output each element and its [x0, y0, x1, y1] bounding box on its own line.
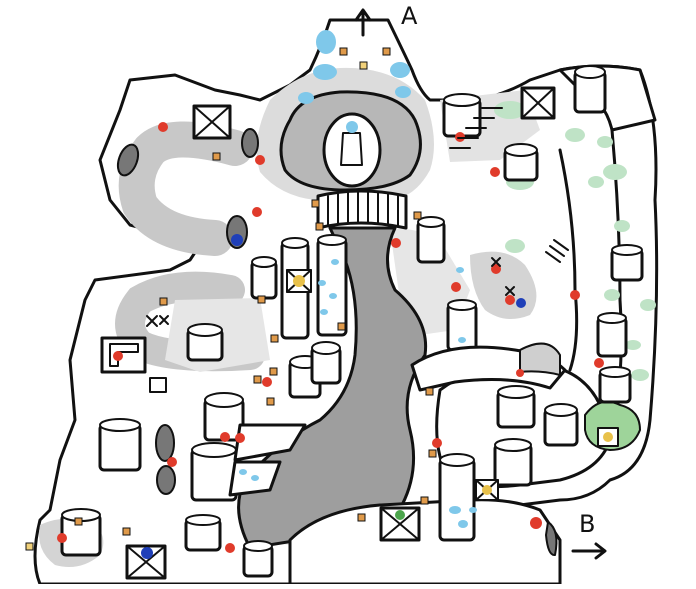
star-marker-icon[interactable]: [146, 315, 158, 327]
pillar-icon[interactable]: [598, 366, 632, 404]
enemy-marker-icon[interactable]: [490, 167, 500, 177]
enemy-marker-icon[interactable]: [57, 533, 67, 543]
enemy-marker-icon[interactable]: [113, 351, 123, 361]
blue-markers: [141, 234, 526, 559]
star-markers: [146, 257, 515, 327]
enemy-marker-icon[interactable]: [451, 282, 461, 292]
water-puddle: [346, 121, 358, 133]
pillar-icon[interactable]: [203, 392, 245, 442]
pillar-icon[interactable]: [242, 540, 274, 578]
pillar-icon[interactable]: [184, 514, 222, 552]
water-drops: [239, 259, 477, 528]
top-chamber: [279, 30, 422, 192]
exit-a[interactable]: A: [354, 2, 418, 37]
enemy-marker-icon[interactable]: [158, 122, 168, 132]
pillar-icon[interactable]: [496, 385, 536, 429]
pillar-icon[interactable]: [190, 442, 238, 502]
pillar-icon[interactable]: [98, 418, 142, 472]
enemy-marker-icon[interactable]: [391, 238, 401, 248]
pillar-icon[interactable]: [442, 93, 482, 138]
enemy-marker-icon[interactable]: [505, 295, 515, 305]
star-marker-icon[interactable]: [159, 315, 169, 325]
pillar-icon[interactable]: [438, 453, 476, 542]
enemy-marker-icon[interactable]: [570, 290, 580, 300]
water-puddle: [395, 86, 411, 98]
star-marker-icon[interactable]: [491, 257, 501, 267]
item-marker-icon[interactable]: [286, 269, 312, 293]
grass-patches: [494, 101, 656, 451]
red-markers: [57, 122, 604, 553]
item-marker-icon[interactable]: [231, 234, 243, 246]
pillar-icon[interactable]: [573, 65, 607, 114]
enemy-marker-icon[interactable]: [262, 377, 272, 387]
enemy-marker-icon[interactable]: [516, 369, 524, 377]
enemy-marker-icon[interactable]: [225, 543, 235, 553]
water-puddle: [298, 92, 314, 104]
exit-b-label: B: [579, 510, 595, 538]
pillar-icon[interactable]: [610, 244, 644, 282]
pillar-icon[interactable]: [503, 143, 539, 182]
pillar-icon[interactable]: [543, 403, 579, 447]
enemy-marker-icon[interactable]: [530, 517, 542, 529]
enemy-marker-icon[interactable]: [252, 207, 262, 217]
enemy-marker-icon[interactable]: [491, 264, 501, 274]
star-marker-icon[interactable]: [505, 286, 515, 296]
exit-a-label: A: [401, 2, 418, 30]
pillar-icon[interactable]: [596, 312, 628, 358]
enemy-marker-icon[interactable]: [432, 438, 442, 448]
item-marker-icon[interactable]: [516, 298, 526, 308]
enemy-marker-icon[interactable]: [220, 432, 230, 442]
small-room: [100, 336, 167, 393]
item-marker-icon[interactable]: [597, 427, 619, 447]
arrow-icon: [354, 8, 372, 37]
enemy-marker-icon[interactable]: [167, 457, 177, 467]
pillars: [60, 65, 644, 578]
exit-b[interactable]: B: [571, 510, 607, 560]
enemy-marker-icon[interactable]: [594, 358, 604, 368]
bridge-icon[interactable]: [316, 189, 408, 230]
item-marker-icon[interactable]: [141, 547, 153, 559]
pillar-icon[interactable]: [186, 323, 224, 362]
item-marker-icon[interactable]: [395, 510, 405, 520]
enemy-marker-icon[interactable]: [235, 433, 245, 443]
stairs: [449, 107, 569, 263]
arrow-icon: [571, 542, 607, 560]
water-puddle: [390, 62, 410, 78]
pillar-icon[interactable]: [310, 341, 342, 385]
statue-icon[interactable]: [340, 132, 363, 166]
pillar-icon[interactable]: [250, 256, 278, 300]
crate-icon[interactable]: [192, 104, 232, 140]
pillar-icon[interactable]: [493, 438, 533, 487]
pits: [116, 128, 558, 557]
water-puddle: [316, 30, 336, 54]
crate-icon[interactable]: [520, 86, 556, 120]
arch-structure: [410, 342, 567, 392]
item-marker-icon[interactable]: [475, 479, 499, 501]
enemy-marker-icon[interactable]: [255, 155, 265, 165]
water-puddle: [313, 64, 337, 80]
crate-dots: [25, 47, 437, 551]
pillar-icon[interactable]: [416, 216, 446, 264]
pillar-icon[interactable]: [60, 508, 102, 557]
